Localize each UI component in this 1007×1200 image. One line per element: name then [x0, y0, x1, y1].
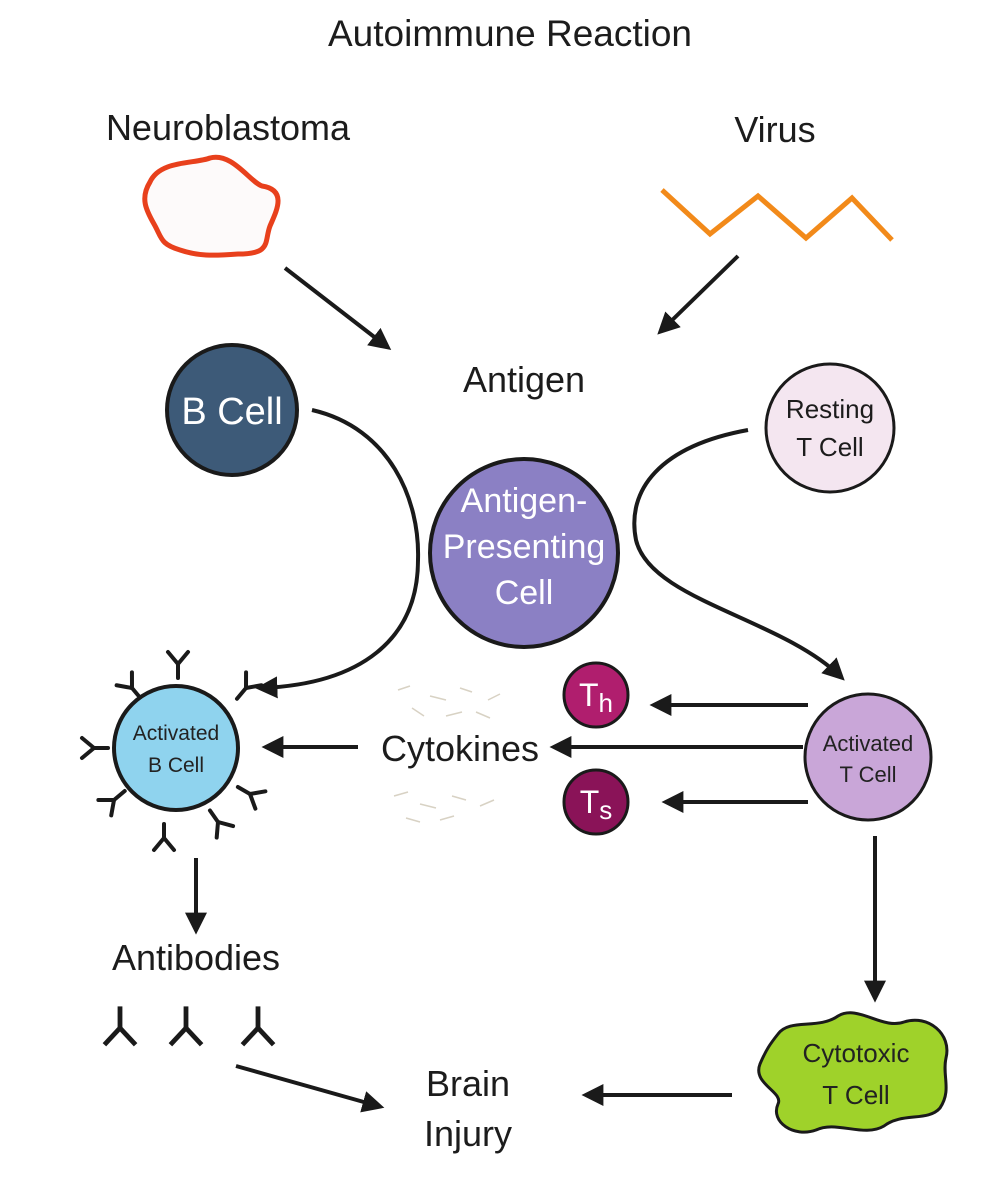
cytokines-label: Cytokines [381, 728, 539, 769]
activated-b-cell-label-line2: B Cell [148, 754, 204, 777]
ts-sub: s [599, 795, 612, 825]
neuroblastoma-label: Neuroblastoma [106, 107, 351, 148]
ts-cell-label: Ts [580, 784, 613, 825]
activated-t-cell-label-line2: T Cell [839, 762, 896, 787]
apc-label-line1: Antigen- [461, 482, 588, 520]
activated-b-cell: Activated B Cell [80, 650, 268, 852]
antibody-icon [168, 1006, 204, 1047]
b-cell-label: B Cell [181, 391, 282, 433]
arrow-neuroblastoma-to-antigen [283, 266, 392, 351]
antibody-icon [240, 1006, 276, 1047]
arrow-antibodies-to-brain-injury [235, 1064, 385, 1113]
th-sub: h [599, 688, 613, 718]
activated-b-cell-label-line1: Activated [133, 722, 219, 745]
ts-cell-circle [562, 768, 630, 836]
cytotoxic-t-cell-label-line2: T Cell [822, 1080, 889, 1110]
virus-shape [660, 188, 894, 242]
antibody-icons [102, 1006, 276, 1047]
activated-t-cell-circle [803, 692, 933, 822]
antigen-presenting-cell-circle [428, 457, 620, 649]
virus-label: Virus [734, 109, 815, 150]
cytotoxic-t-cell-label-line1: Cytotoxic [803, 1038, 910, 1068]
cytokine-particles [393, 685, 501, 823]
resting-t-cell-label-line1: Resting [786, 394, 874, 424]
diagram-title: Autoimmune Reaction [328, 13, 692, 54]
arrow-resting-t-cell-to-activated-t-cell [632, 428, 845, 681]
antigen-label: Antigen [463, 359, 585, 400]
arrow-virus-to-antigen [657, 254, 740, 335]
resting-t-cell-circle [764, 362, 896, 494]
neuroblastoma-shape [142, 154, 281, 258]
brain-injury-label-line2: Injury [424, 1113, 512, 1154]
antibody-icon [102, 1006, 138, 1047]
resting-t-cell-label-line2: T Cell [796, 432, 863, 462]
th-cell-circle [562, 661, 630, 729]
b-cell-circle [165, 343, 299, 477]
cytotoxic-t-cell-shape [757, 1011, 949, 1134]
arrow-b-cell-to-activated-b-cell [255, 408, 421, 699]
apc-label-line3: Cell [495, 574, 554, 612]
ts-main: T [580, 784, 600, 820]
antibodies-label: Antibodies [112, 937, 280, 978]
activated-b-cell-circle [112, 684, 240, 812]
apc-label-line2: Presenting [443, 528, 606, 566]
th-main: T [579, 677, 599, 713]
brain-injury-label-line1: Brain [426, 1063, 510, 1104]
th-cell-label: Th [579, 677, 613, 718]
activated-t-cell-label-line1: Activated [823, 731, 914, 756]
